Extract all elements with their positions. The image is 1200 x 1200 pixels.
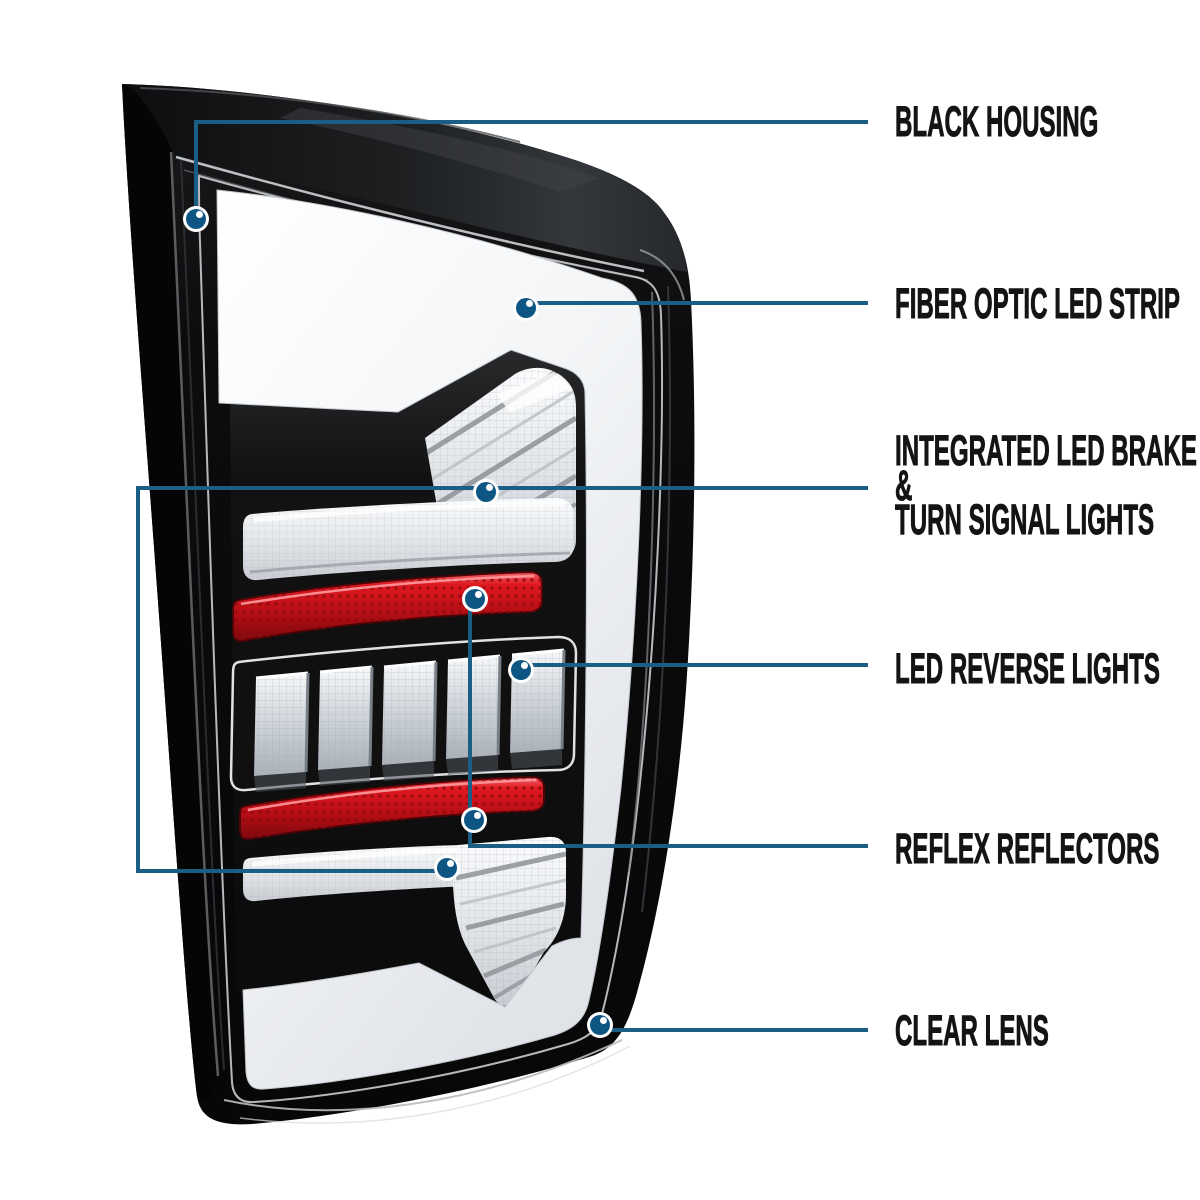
fiber-optic-light-bar bbox=[216, 189, 643, 1090]
callout-dot-led-reverse-lights bbox=[508, 657, 534, 683]
leader-line-black-housing bbox=[194, 120, 868, 219]
reflex-reflector-upper bbox=[232, 570, 543, 643]
housing-left-side bbox=[122, 84, 219, 1100]
label-clear-lens: CLEAR LENS bbox=[895, 1006, 1049, 1055]
right-rim-highlight bbox=[628, 291, 655, 873]
bottom-lens-lip bbox=[223, 1039, 623, 1112]
callout-dot-reflex-reflectors bbox=[462, 586, 488, 612]
left-rim-shadow bbox=[180, 159, 225, 1071]
label-reflex-reflectors: REFLEX REFLECTORS bbox=[895, 824, 1160, 873]
right-rim-shadow bbox=[641, 285, 671, 913]
bottom-lens-lip-2 bbox=[239, 1045, 631, 1124]
left-rim-highlight bbox=[169, 151, 220, 1077]
callout-dot-integrated-led-brake-turn-signal-lights bbox=[473, 479, 499, 505]
label-fiber-optic-led-strip: FIBER OPTIC LED STRIP bbox=[895, 279, 1181, 328]
callout-dot-integrated-led-brake-turn-signal-lights bbox=[434, 855, 460, 881]
label-integrated-led-brake-turn-signal-lights: INTEGRATED LED BRAKE&TURN SIGNAL LIGHTS bbox=[895, 427, 1197, 545]
cap-rim-line bbox=[175, 155, 645, 273]
cap-top-highlight bbox=[139, 87, 521, 143]
leader-line-integrated-led-brake-turn-signal-lights bbox=[136, 486, 868, 873]
label-black-housing: BLACK HOUSING bbox=[895, 97, 1099, 146]
cap-gloss-streak bbox=[280, 108, 600, 192]
turn-signal-lower-strip bbox=[243, 845, 470, 902]
callout-dot-black-housing bbox=[183, 206, 209, 232]
leader-line-reflex-reflectors bbox=[468, 599, 868, 848]
cap-corner-highlight bbox=[639, 249, 685, 301]
callout-leader-lines bbox=[136, 120, 868, 1038]
callout-dot-fiber-optic-led-strip bbox=[513, 295, 539, 321]
callout-dot-clear-lens bbox=[587, 1012, 613, 1038]
callout-dot-reflex-reflectors bbox=[461, 807, 487, 833]
label-led-reverse-lights: LED REVERSE LIGHTS bbox=[895, 644, 1160, 693]
housing-top-cap bbox=[122, 84, 687, 272]
turn-signal-upper-strip bbox=[243, 498, 574, 581]
